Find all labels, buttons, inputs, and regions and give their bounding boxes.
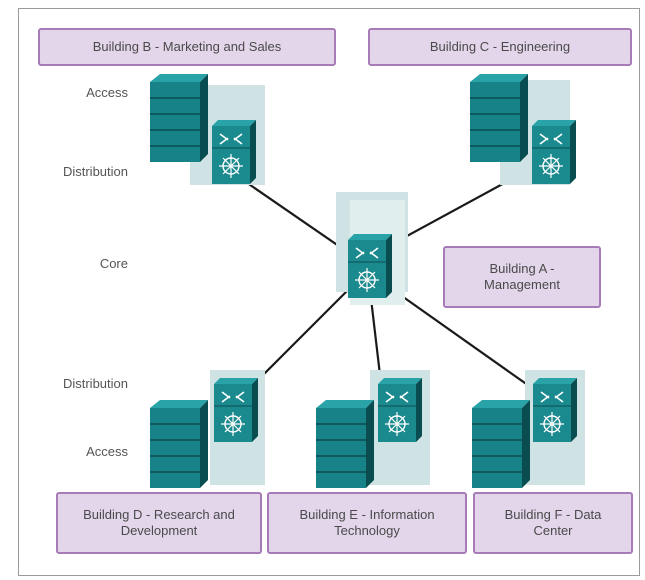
building-e-devices [315, 370, 430, 489]
building-f-label: Building F - Data Center [473, 492, 633, 554]
building-d-devices [149, 370, 265, 489]
building-c-devices [469, 73, 577, 185]
building-e-label: Building E - Information Technology [267, 492, 467, 554]
layer-label-core: Core [99, 256, 128, 271]
building-a-label: Building A - Management [443, 246, 601, 308]
building-c-label: Building C - Engineering [368, 28, 632, 66]
core-switch [336, 192, 408, 305]
building-f-devices [471, 370, 585, 489]
layer-label-distribution-top: Distribution [62, 164, 128, 179]
layer-label-distribution-bottom: Distribution [62, 376, 128, 391]
building-b-label: Building B - Marketing and Sales [38, 28, 336, 66]
layer-label-access-top: Access [86, 85, 128, 100]
building-d-label: Building D - Research and Development [56, 492, 262, 554]
building-b-devices [149, 73, 265, 185]
layer-label-access-bottom: Access [86, 444, 128, 459]
